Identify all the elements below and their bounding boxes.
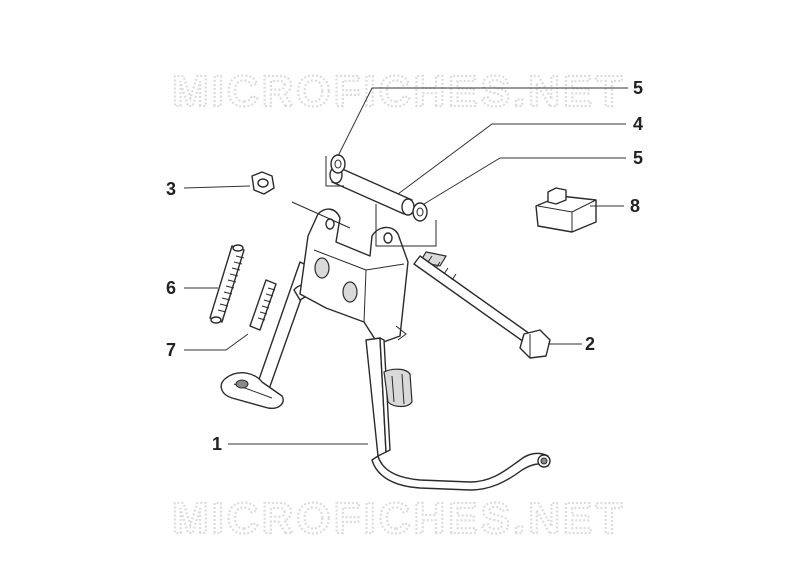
washer-part-lower [412, 202, 428, 222]
washer-part-upper [330, 154, 346, 174]
callout-8-rubber-block: 8 [630, 196, 640, 216]
callout-1-main-stand: 1 [212, 434, 222, 454]
main-stand-part [220, 208, 551, 491]
leader-lines [183, 87, 628, 445]
rubber-block-part [535, 187, 597, 233]
callout-3-nut: 3 [166, 179, 176, 199]
watermark-top: MICROFICHES.NET [172, 67, 625, 116]
spring-part-large [209, 244, 245, 324]
callout-4-shaft: 4 [633, 114, 643, 134]
callout-5-lower-washer: 5 [633, 148, 643, 168]
callout-2-bolt: 2 [585, 334, 595, 354]
callout-5-upper-washer: 5 [633, 78, 643, 98]
watermark-bottom: MICROFICHES.NET [172, 494, 625, 543]
spring-part-small [249, 279, 277, 331]
callout-6-spring: 6 [166, 278, 176, 298]
callout-7-spring-small: 7 [166, 340, 176, 360]
nut-part [251, 171, 275, 195]
bolt-part [413, 251, 551, 359]
